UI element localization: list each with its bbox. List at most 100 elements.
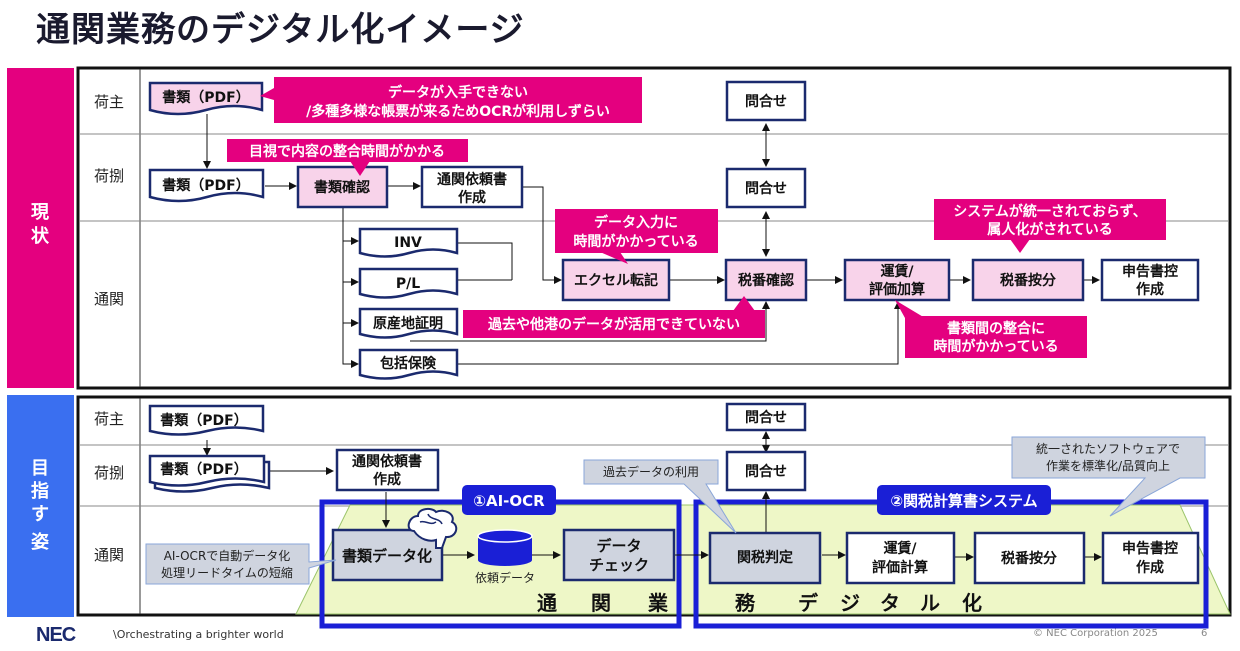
brain-icon [407, 507, 458, 549]
callout-system-line1: システムが統一されておらず、 [953, 203, 1146, 220]
callout-consistency [905, 316, 1087, 358]
tax-system-section-badge [877, 485, 1051, 515]
document-digitize-label: 書類データ化 [342, 547, 432, 565]
nec-logo: NEC [36, 624, 76, 646]
declaration-copy-box[interactable] [1100, 258, 1200, 302]
freight-valuation-box[interactable] [843, 258, 951, 302]
future-state-label-4: 姿 [31, 531, 49, 553]
callout-ai-ocr-note [145, 543, 337, 585]
insurance-document-box[interactable] [358, 348, 459, 380]
future-freight-label-1: 運賃/ [883, 540, 917, 557]
future-freight-box[interactable] [845, 531, 956, 585]
hs-allocation-box[interactable] [971, 258, 1085, 302]
callout-input-time [555, 209, 718, 253]
future-hs-allocation-label: 税番按分 [1001, 550, 1057, 567]
future-declaration-box[interactable] [1101, 531, 1200, 585]
callout-no-data-line2: /多種多様な帳票が来るためOCRが利用しずらい [306, 103, 610, 120]
inquiry-label-shipper: 問合せ [745, 93, 787, 110]
banner-char: 化 [962, 591, 984, 615]
shipper-document-box[interactable] [148, 81, 264, 116]
lane-customs: 通関 [94, 290, 124, 308]
callout-consistency-line2: 時間がかかっている [933, 338, 1058, 355]
future-freight-label-2: 評価計算 [872, 559, 928, 576]
future-state-label-1: 目 [31, 458, 49, 479]
callout-no-data [274, 77, 642, 123]
banner-char: 務 [735, 591, 757, 615]
hs-check-box[interactable] [724, 258, 808, 302]
data-check-box[interactable] [562, 528, 676, 582]
inv-document-box[interactable] [358, 227, 459, 258]
future-request-form-label-2: 作成 [373, 471, 401, 488]
current-state-label-1: 現 [31, 202, 49, 223]
callout-input-line2: 時間がかかっている [573, 233, 698, 250]
callout-input-line1: データ入力に [594, 214, 678, 231]
callout-unified-software [1011, 436, 1206, 517]
excel-transcription-label: エクセル転記 [574, 272, 658, 289]
future-inquiry-box-shipper[interactable] [725, 402, 807, 432]
tariff-judgment-label: 関税判定 [737, 549, 793, 566]
inquiry-box-handler[interactable] [725, 167, 807, 209]
tariff-judgment-box[interactable] [708, 531, 822, 585]
freight-label-2: 評価加算 [869, 281, 925, 298]
future-shipper-document-box[interactable] [148, 404, 265, 436]
ai-ocr-section-badge [462, 485, 556, 515]
origin-certificate-label: 原産地証明 [373, 315, 443, 332]
freight-label-1: 運賃/ [880, 263, 914, 280]
shipper-document-label: 書類（PDF） [162, 89, 249, 106]
inquiry-box-shipper[interactable] [725, 80, 807, 122]
future-lane-shipper: 荷主 [94, 410, 124, 428]
handler-document-label: 書類（PDF） [162, 177, 249, 194]
future-request-form-box[interactable] [335, 448, 440, 492]
lane-shipper: 荷主 [94, 93, 124, 111]
origin-certificate-box[interactable] [358, 307, 459, 339]
callout-system [934, 199, 1166, 240]
future-state-label-bg [7, 395, 74, 617]
callout-unified-line1: 統一されたソフトウェアで [1036, 442, 1180, 456]
banner-char: 通 [537, 591, 559, 615]
future-handler-document-label: 書類（PDF） [160, 461, 247, 478]
declaration-label-1: 申告書控 [1122, 263, 1178, 280]
lane-handler: 荷捌 [94, 167, 124, 185]
future-state-label-2: 指 [31, 480, 49, 502]
footer-copyright: © NEC Corporation 2025 [1033, 628, 1158, 639]
future-lane-customs: 通関 [94, 546, 124, 564]
banner-char: タ [880, 591, 902, 615]
banner-char: 関 [591, 591, 613, 615]
callout-past-data [463, 310, 765, 338]
hs-allocation-label: 税番按分 [1000, 272, 1056, 289]
future-inquiry-label-handler: 問合せ [745, 463, 787, 480]
future-handler-document-box[interactable] [148, 454, 266, 487]
hs-check-label: 税番確認 [738, 272, 794, 289]
callout-past-data-text: 過去や他港のデータが活用できていない [487, 316, 740, 333]
ai-ocr-section-title: ①AI-OCR [473, 492, 545, 510]
banner-char: ル [920, 591, 942, 615]
callout-ai-ocr-line1: AI-OCRで自動データ化 [164, 548, 291, 563]
data-check-label-2: チェック [589, 556, 649, 574]
excel-transcription-box[interactable] [561, 258, 671, 302]
pl-document-box[interactable] [358, 267, 459, 299]
data-check-label-1: データ [596, 537, 641, 555]
document-check-label: 書類確認 [314, 179, 370, 196]
page-number: 6 [1201, 628, 1208, 639]
document-check-box[interactable] [296, 165, 389, 209]
callout-past-data-use [583, 459, 737, 534]
handler-document-box[interactable] [148, 168, 265, 203]
future-inquiry-label-shipper: 問合せ [745, 409, 787, 426]
future-state-label-3: す [31, 504, 49, 525]
request-form-box[interactable] [420, 165, 524, 209]
insurance-label: 包括保険 [380, 355, 437, 372]
callout-system-line2: 属人化がされている [987, 221, 1113, 238]
future-shipper-document-label: 書類（PDF） [160, 412, 247, 429]
current-state-label-2: 状 [31, 225, 50, 247]
tax-system-section-title: ②関税計算書システム [890, 492, 1037, 510]
document-digitize-box[interactable] [331, 528, 444, 582]
future-declaration-label-1: 申告書控 [1122, 540, 1178, 557]
page-title: 通関業務のデジタル化イメージ [36, 10, 525, 50]
future-hs-allocation-box[interactable] [973, 531, 1086, 585]
current-state-label-bg [7, 68, 74, 388]
request-form-label-2: 作成 [458, 189, 486, 206]
future-inquiry-box-handler[interactable] [725, 450, 807, 492]
request-data-label: 依頼データ [475, 570, 535, 585]
callout-consistency-line1: 書類間の整合に [947, 320, 1045, 337]
